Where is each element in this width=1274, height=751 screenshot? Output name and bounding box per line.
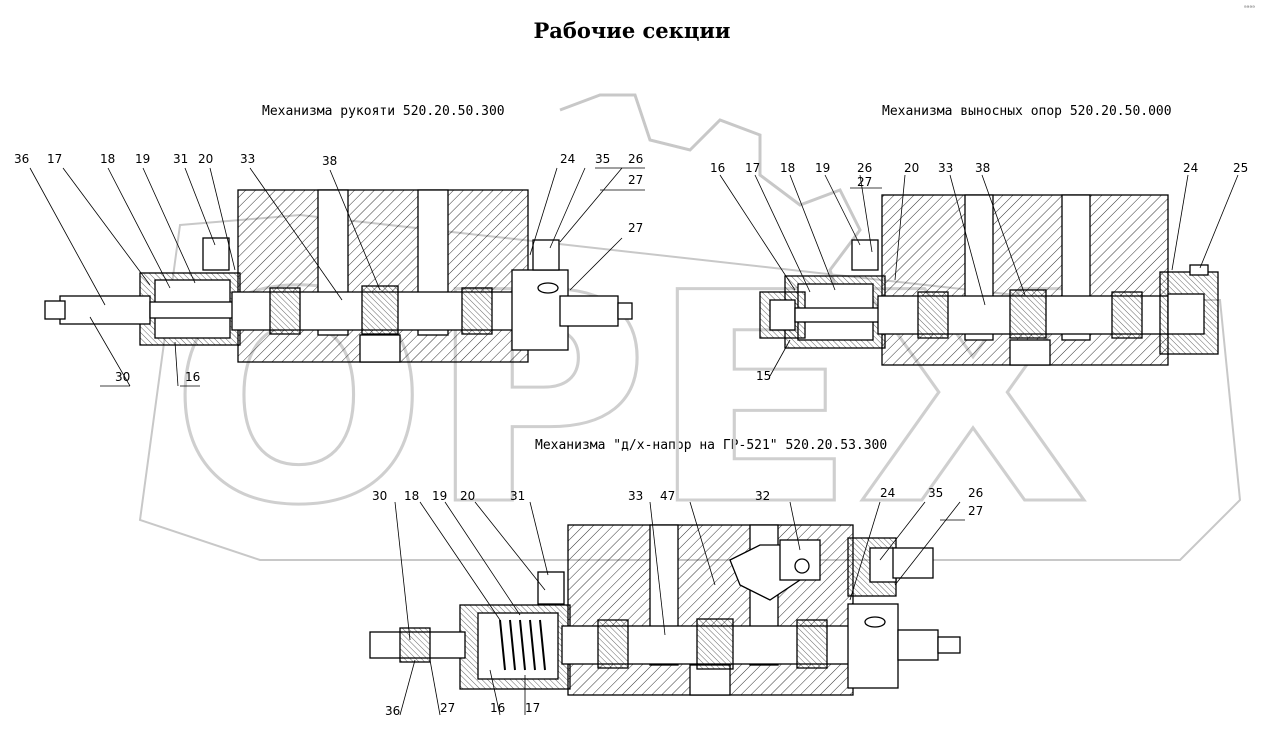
callouts-handle: 36 17 18 19 31 20 33 38 24 35 26 27 27 3… — [14, 152, 645, 387]
callout-h-24: 24 — [560, 152, 575, 166]
callout-p-33: 33 — [628, 489, 643, 503]
callout-o-16: 16 — [710, 161, 725, 175]
callout-h-35: 35 — [595, 152, 610, 166]
callout-h-27a: 27 — [628, 173, 643, 187]
callout-o-20: 20 — [904, 161, 919, 175]
callout-h-31: 31 — [173, 152, 188, 166]
callout-o-27: 27 — [857, 175, 872, 189]
callout-o-15: 15 — [756, 369, 771, 383]
callout-o-33: 33 — [938, 161, 953, 175]
callout-o-38: 38 — [975, 161, 990, 175]
callout-h-27b: 27 — [628, 221, 643, 235]
callout-p-17: 17 — [525, 701, 540, 715]
callout-p-20: 20 — [460, 489, 475, 503]
callout-o-26: 26 — [857, 161, 872, 175]
callout-h-20: 20 — [198, 152, 213, 166]
callout-h-19: 19 — [135, 152, 150, 166]
callout-o-25: 25 — [1233, 161, 1248, 175]
subtitle-handle: Механизма рукояти 520.20.50.300 — [262, 104, 505, 119]
callout-h-26: 26 — [628, 152, 643, 166]
callout-h-17: 17 — [47, 152, 62, 166]
subtitle-pressure: Механизма "д/х-напор на ГР-521" 520.20.5… — [535, 438, 888, 453]
callout-p-30: 30 — [372, 489, 387, 503]
callout-p-18: 18 — [404, 489, 419, 503]
subtitle-outriggers: Механизма выносных опор 520.20.50.000 — [882, 104, 1172, 119]
view-outriggers — [759, 194, 1219, 366]
callout-h-16: 16 — [185, 370, 200, 384]
callout-h-33: 33 — [240, 152, 255, 166]
callout-p-31: 31 — [510, 489, 525, 503]
callouts-outriggers: 16 17 18 19 26 27 20 33 38 24 25 15 — [710, 161, 1248, 383]
corner-mark: ᵃᵃᵃᵃ — [1244, 4, 1255, 12]
callout-p-27b: 27 — [440, 701, 455, 715]
callout-p-19: 19 — [432, 489, 447, 503]
callout-p-35: 35 — [928, 486, 943, 500]
view-pressure — [369, 524, 961, 696]
callout-p-24: 24 — [880, 486, 895, 500]
callouts-pressure: 30 18 19 20 31 33 47 32 24 35 26 27 36 2… — [372, 486, 983, 718]
callout-h-30: 30 — [115, 370, 130, 384]
callout-h-38: 38 — [322, 154, 337, 168]
callout-p-47: 47 — [660, 489, 675, 503]
callout-p-32: 32 — [755, 489, 770, 503]
callout-o-19: 19 — [815, 161, 830, 175]
callout-p-36: 36 — [385, 704, 400, 718]
callout-o-17: 17 — [745, 161, 760, 175]
callout-p-16: 16 — [490, 701, 505, 715]
page-title: Рабочие секции — [533, 18, 731, 43]
view-handle — [44, 189, 633, 363]
callout-p-26: 26 — [968, 486, 983, 500]
callout-h-18: 18 — [100, 152, 115, 166]
callout-o-18: 18 — [780, 161, 795, 175]
callout-o-24: 24 — [1183, 161, 1198, 175]
callout-p-27a: 27 — [968, 504, 983, 518]
callout-h-36: 36 — [14, 152, 29, 166]
